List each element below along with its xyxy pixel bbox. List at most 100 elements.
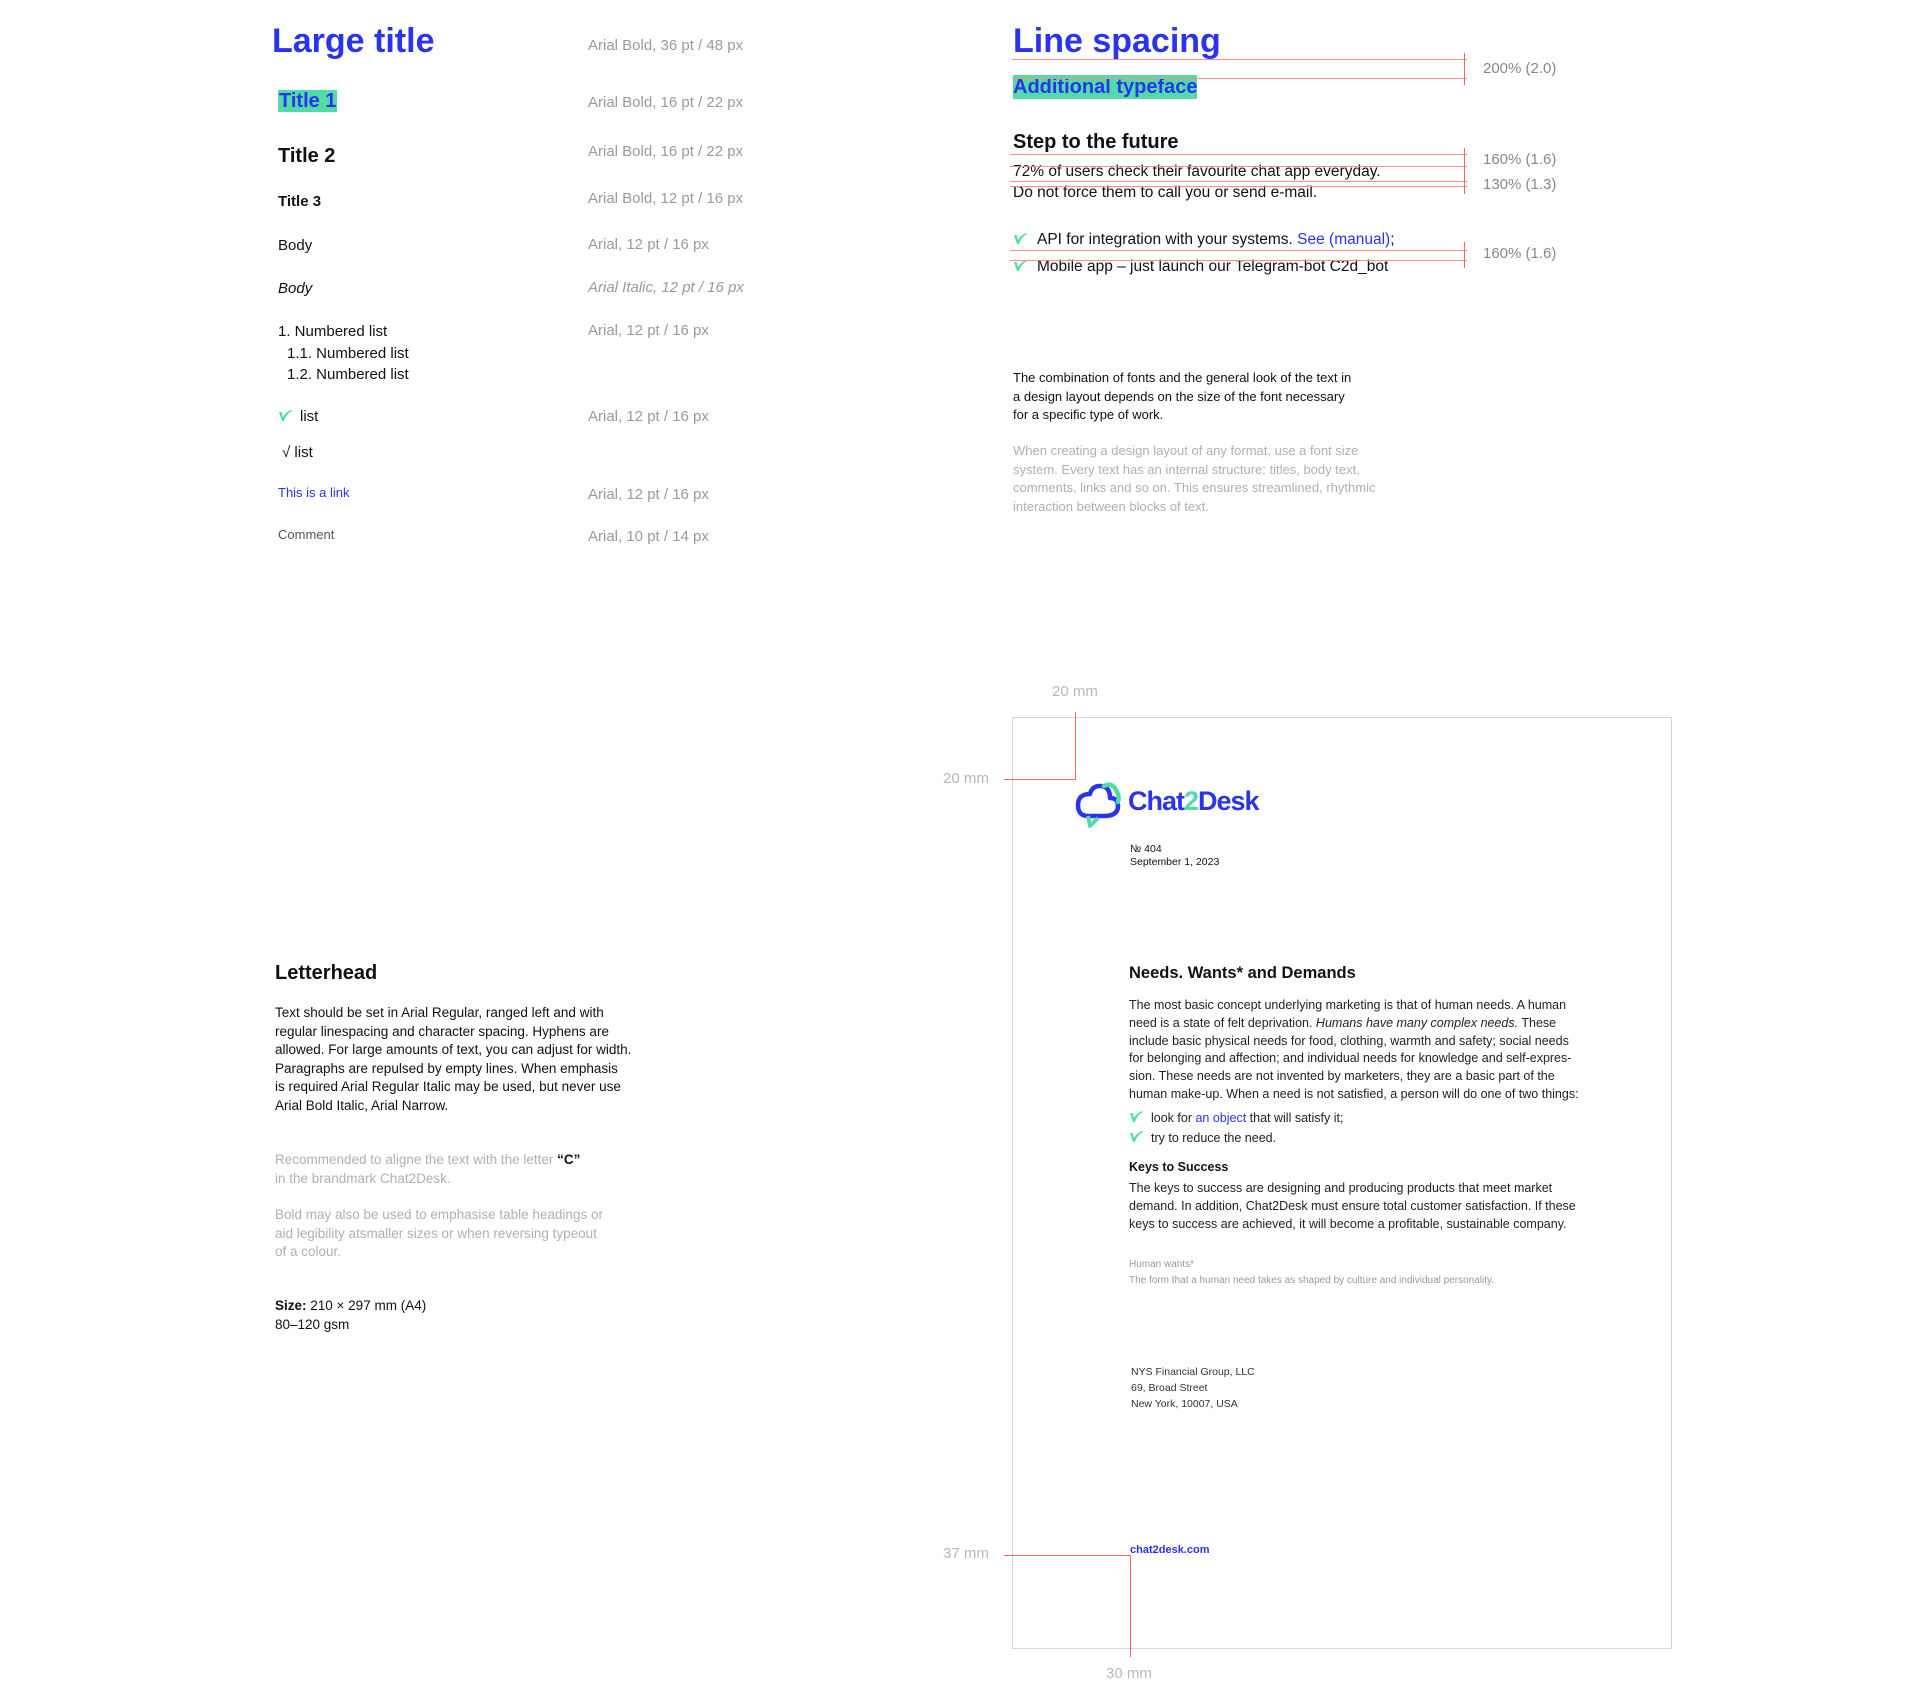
page-outline [1012,717,1672,1649]
title2-sample: Title 2 [278,145,336,167]
footnote-title: Human wants* [1129,1259,1195,1270]
spec-label: Arial Bold, 16 pt / 22 px [588,94,744,111]
website-link[interactable]: chat2desk.com [1130,1544,1210,1556]
ratio-label: 200% (2.0) [1483,60,1557,77]
footnote-text: The form that a human need takes as shap… [1129,1275,1495,1286]
margin-footer-label: 30 mm [1106,1665,1152,1682]
paper-weight: 80–120 gsm [275,1316,350,1332]
spec-label: Arial, 12 pt / 16 px [588,408,709,425]
green-check-icon [278,410,292,422]
ratio-label: 130% (1.3) [1483,176,1557,193]
text-line: The combination of fonts and the general… [1013,370,1352,385]
line-spacing-title: Line spacing [1013,22,1221,60]
letter-meta: № 404 September 1, 2023 [1130,843,1219,869]
additional-typeface-sample: Additional typeface [1013,75,1198,99]
letter-paragraph: The keys to success are designing and pr… [1129,1180,1576,1233]
letter-number: № 404 [1130,843,1162,855]
green-check-icon [1013,260,1027,272]
manual-link[interactable]: See (manual) [1297,231,1391,248]
text-line: a design layout depends on the size of t… [1013,388,1345,404]
text-line: interaction between blocks of text. [1013,498,1209,514]
text-line: for belonging and affection; and individ… [1129,1051,1572,1066]
letterhead-title: Letterhead [275,962,378,984]
spec-label: Arial, 12 pt / 16 px [588,236,709,253]
text-line: is required Arial Regular Italic may be … [275,1079,621,1094]
text-line: Bold may also be used to emphasise table… [275,1207,603,1222]
size-label: Size: [275,1298,307,1313]
text-line: for a specific type of work. [1013,407,1164,422]
footnote: Human wants* The form that a human need … [1129,1257,1494,1289]
text-line: When creating a design layout of any for… [1013,443,1359,458]
spec-label: Arial, 12 pt / 16 px [588,322,709,339]
text-line: NYS Financial Group, LLC [1131,1366,1255,1378]
text-line: human make-up. When a need is not satisf… [1129,1086,1579,1101]
letter-subheading: Keys to Success [1129,1160,1229,1174]
list-text: ; [1390,231,1395,248]
numbered-list-item: 1.1. Numbered list [287,345,409,362]
text-line: New York, 10007, USA [1131,1398,1238,1410]
body-sample: Body [278,237,313,254]
ratio-label: 160% (1.6) [1483,245,1557,262]
bold-note: Bold may also be used to emphasise table… [275,1206,603,1262]
alignment-note: Recommended to aligne the text with the … [275,1151,580,1188]
margin-guide [1075,712,1076,779]
list-text: Mobile app – just launch our Telegram-bo… [1037,258,1389,275]
guide-line [1010,154,1467,155]
text-line: of a colour. [275,1244,342,1259]
object-link[interactable]: an object [1195,1111,1247,1125]
green-check-icon [1013,233,1027,245]
spec-label: Arial, 12 pt / 16 px [588,486,709,503]
text-line: 69, Broad Street [1131,1382,1208,1394]
margin-left-label: 20 mm [943,770,989,787]
text-line: demand. In addition, Chat2Desk must ensu… [1129,1198,1576,1213]
check-list-item: list [278,408,318,425]
numbered-list-item: 1. Numbered list [278,323,388,340]
spacing-list-item: Mobile app – just launch our Telegram-bo… [1013,258,1388,276]
cloud-logo-icon [1075,782,1121,828]
letter-date: September 1, 2023 [1130,856,1220,868]
letter-list-item: try to reduce the need. [1129,1130,1276,1148]
text-line: aid legibility atsmaller sizes or when r… [275,1225,597,1241]
spec-label: Arial Italic, 12 pt / 16 px [588,279,744,296]
text-line: The keys to success are designing and pr… [1129,1181,1553,1195]
text: look for [1151,1111,1196,1125]
size-value: 210 × 297 mm (A4) [306,1298,427,1313]
guide-line [1010,181,1467,182]
text-line: system. Every text has an internal struc… [1013,461,1360,477]
spec-label: Arial Bold, 12 pt / 16 px [588,190,744,207]
margin-top-label: 20 mm [1052,683,1098,700]
green-check-icon [1129,1111,1143,1123]
sample-link[interactable]: This is a link [278,485,350,500]
text-line: These [1518,1015,1557,1030]
list-text: API for integration with your systems. [1037,231,1298,248]
title3-sample: Title 3 [278,193,322,210]
spacing-sample-line: Do not force them to call you or send e-… [1013,184,1318,201]
logo-wordmark: Chat2Desk [1128,786,1260,816]
guide-line [1010,166,1467,167]
text: try to reduce the need. [1151,1131,1277,1145]
text-line: The most basic concept underlying market… [1129,998,1567,1012]
guide-line [1012,78,1467,79]
spacing-arrow-icon [1464,53,1465,85]
guide-line [1010,260,1467,261]
text-line: comments, links and so on. This ensures … [1013,480,1376,495]
recipient-address: NYS Financial Group, LLC 69, Broad Stree… [1131,1364,1255,1412]
letter-heading: Needs. Wants* and Demands [1129,964,1356,982]
italic-text: Humans have many complex needs. [1315,1015,1519,1030]
ratio-label: 160% (1.6) [1483,151,1557,168]
text: that will satisfy it; [1246,1111,1344,1125]
spacing-arrow-icon [1464,242,1465,268]
sqrt-list-item: √ list [282,444,313,461]
letter-c: “C” [557,1152,581,1167]
guide-line [1012,59,1467,60]
text-line: keys to success are achieved, it will be… [1129,1216,1567,1231]
spec-label: Arial, 10 pt / 14 px [588,528,709,545]
margin-guide [1004,1555,1131,1556]
text-line: sion. These needs are not invented by ma… [1129,1069,1555,1084]
grey-paragraph: When creating a design layout of any for… [1013,442,1375,516]
numbered-list-item: 1.2. Numbered list [287,366,409,383]
spacing-sample-line: 72% of users check their favourite chat … [1013,163,1381,180]
guide-line [1010,250,1467,251]
text-line: Paragraphs are repulsed by empty lines. … [275,1060,618,1076]
letter-paragraph: The most basic concept underlying market… [1129,997,1579,1104]
